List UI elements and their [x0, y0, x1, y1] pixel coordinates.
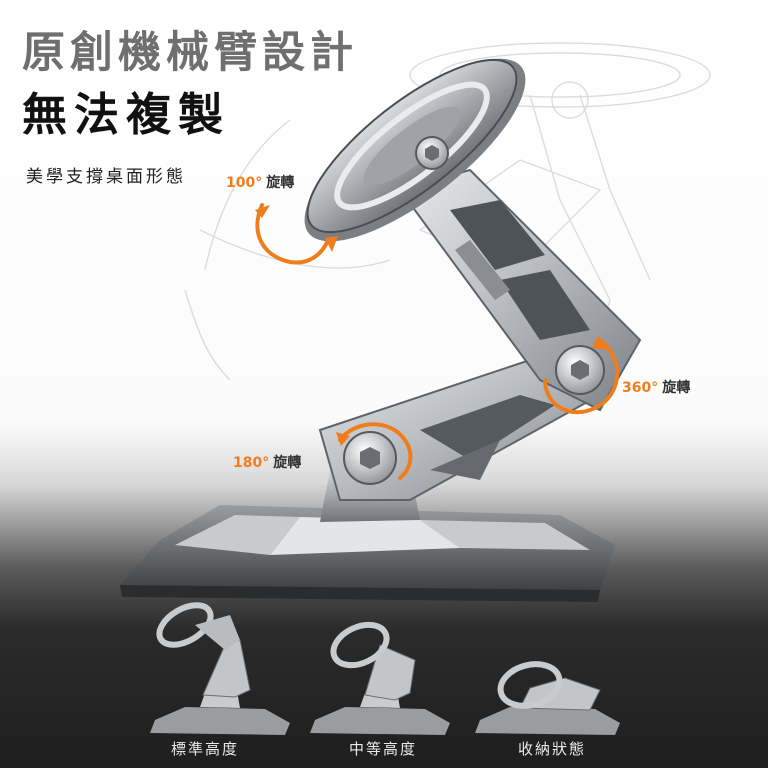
- variant-folded: [475, 661, 620, 735]
- joint-bolts: [343, 136, 605, 485]
- variant-standard: [150, 602, 290, 735]
- annotation-rotate-180: 180°旋轉: [233, 452, 301, 472]
- annotation-degree: 360°: [622, 380, 659, 396]
- annotation-rotate-100: 100°旋轉: [226, 172, 294, 192]
- headline-line1: 原創機械臂設計: [22, 28, 358, 78]
- rotation-arrows: [255, 203, 619, 480]
- variant-medium: [310, 621, 450, 735]
- headline-subtitle: 美學支撐桌面形態: [26, 167, 186, 187]
- magnetic-ring: [304, 58, 526, 242]
- annotation-label: 旋轉: [266, 175, 295, 191]
- caption-medium-height: 中等高度: [348, 740, 418, 758]
- rotate-arrow-360: [543, 338, 619, 415]
- annotation-label: 旋轉: [273, 455, 302, 471]
- annotation-rotate-360: 360°旋轉: [622, 377, 690, 397]
- rotate-arrow-100: [255, 203, 330, 265]
- rotate-arrow-180: [338, 422, 413, 480]
- arrow-heads: [255, 205, 608, 446]
- annotation-degree: 100°: [226, 175, 263, 191]
- annotation-degree: 180°: [233, 455, 270, 471]
- caption-standard-height: 標準高度: [170, 740, 240, 758]
- headline-line2: 無法複製: [22, 88, 231, 141]
- annotation-label: 旋轉: [662, 380, 691, 396]
- caption-folded-state: 收納狀態: [517, 740, 587, 758]
